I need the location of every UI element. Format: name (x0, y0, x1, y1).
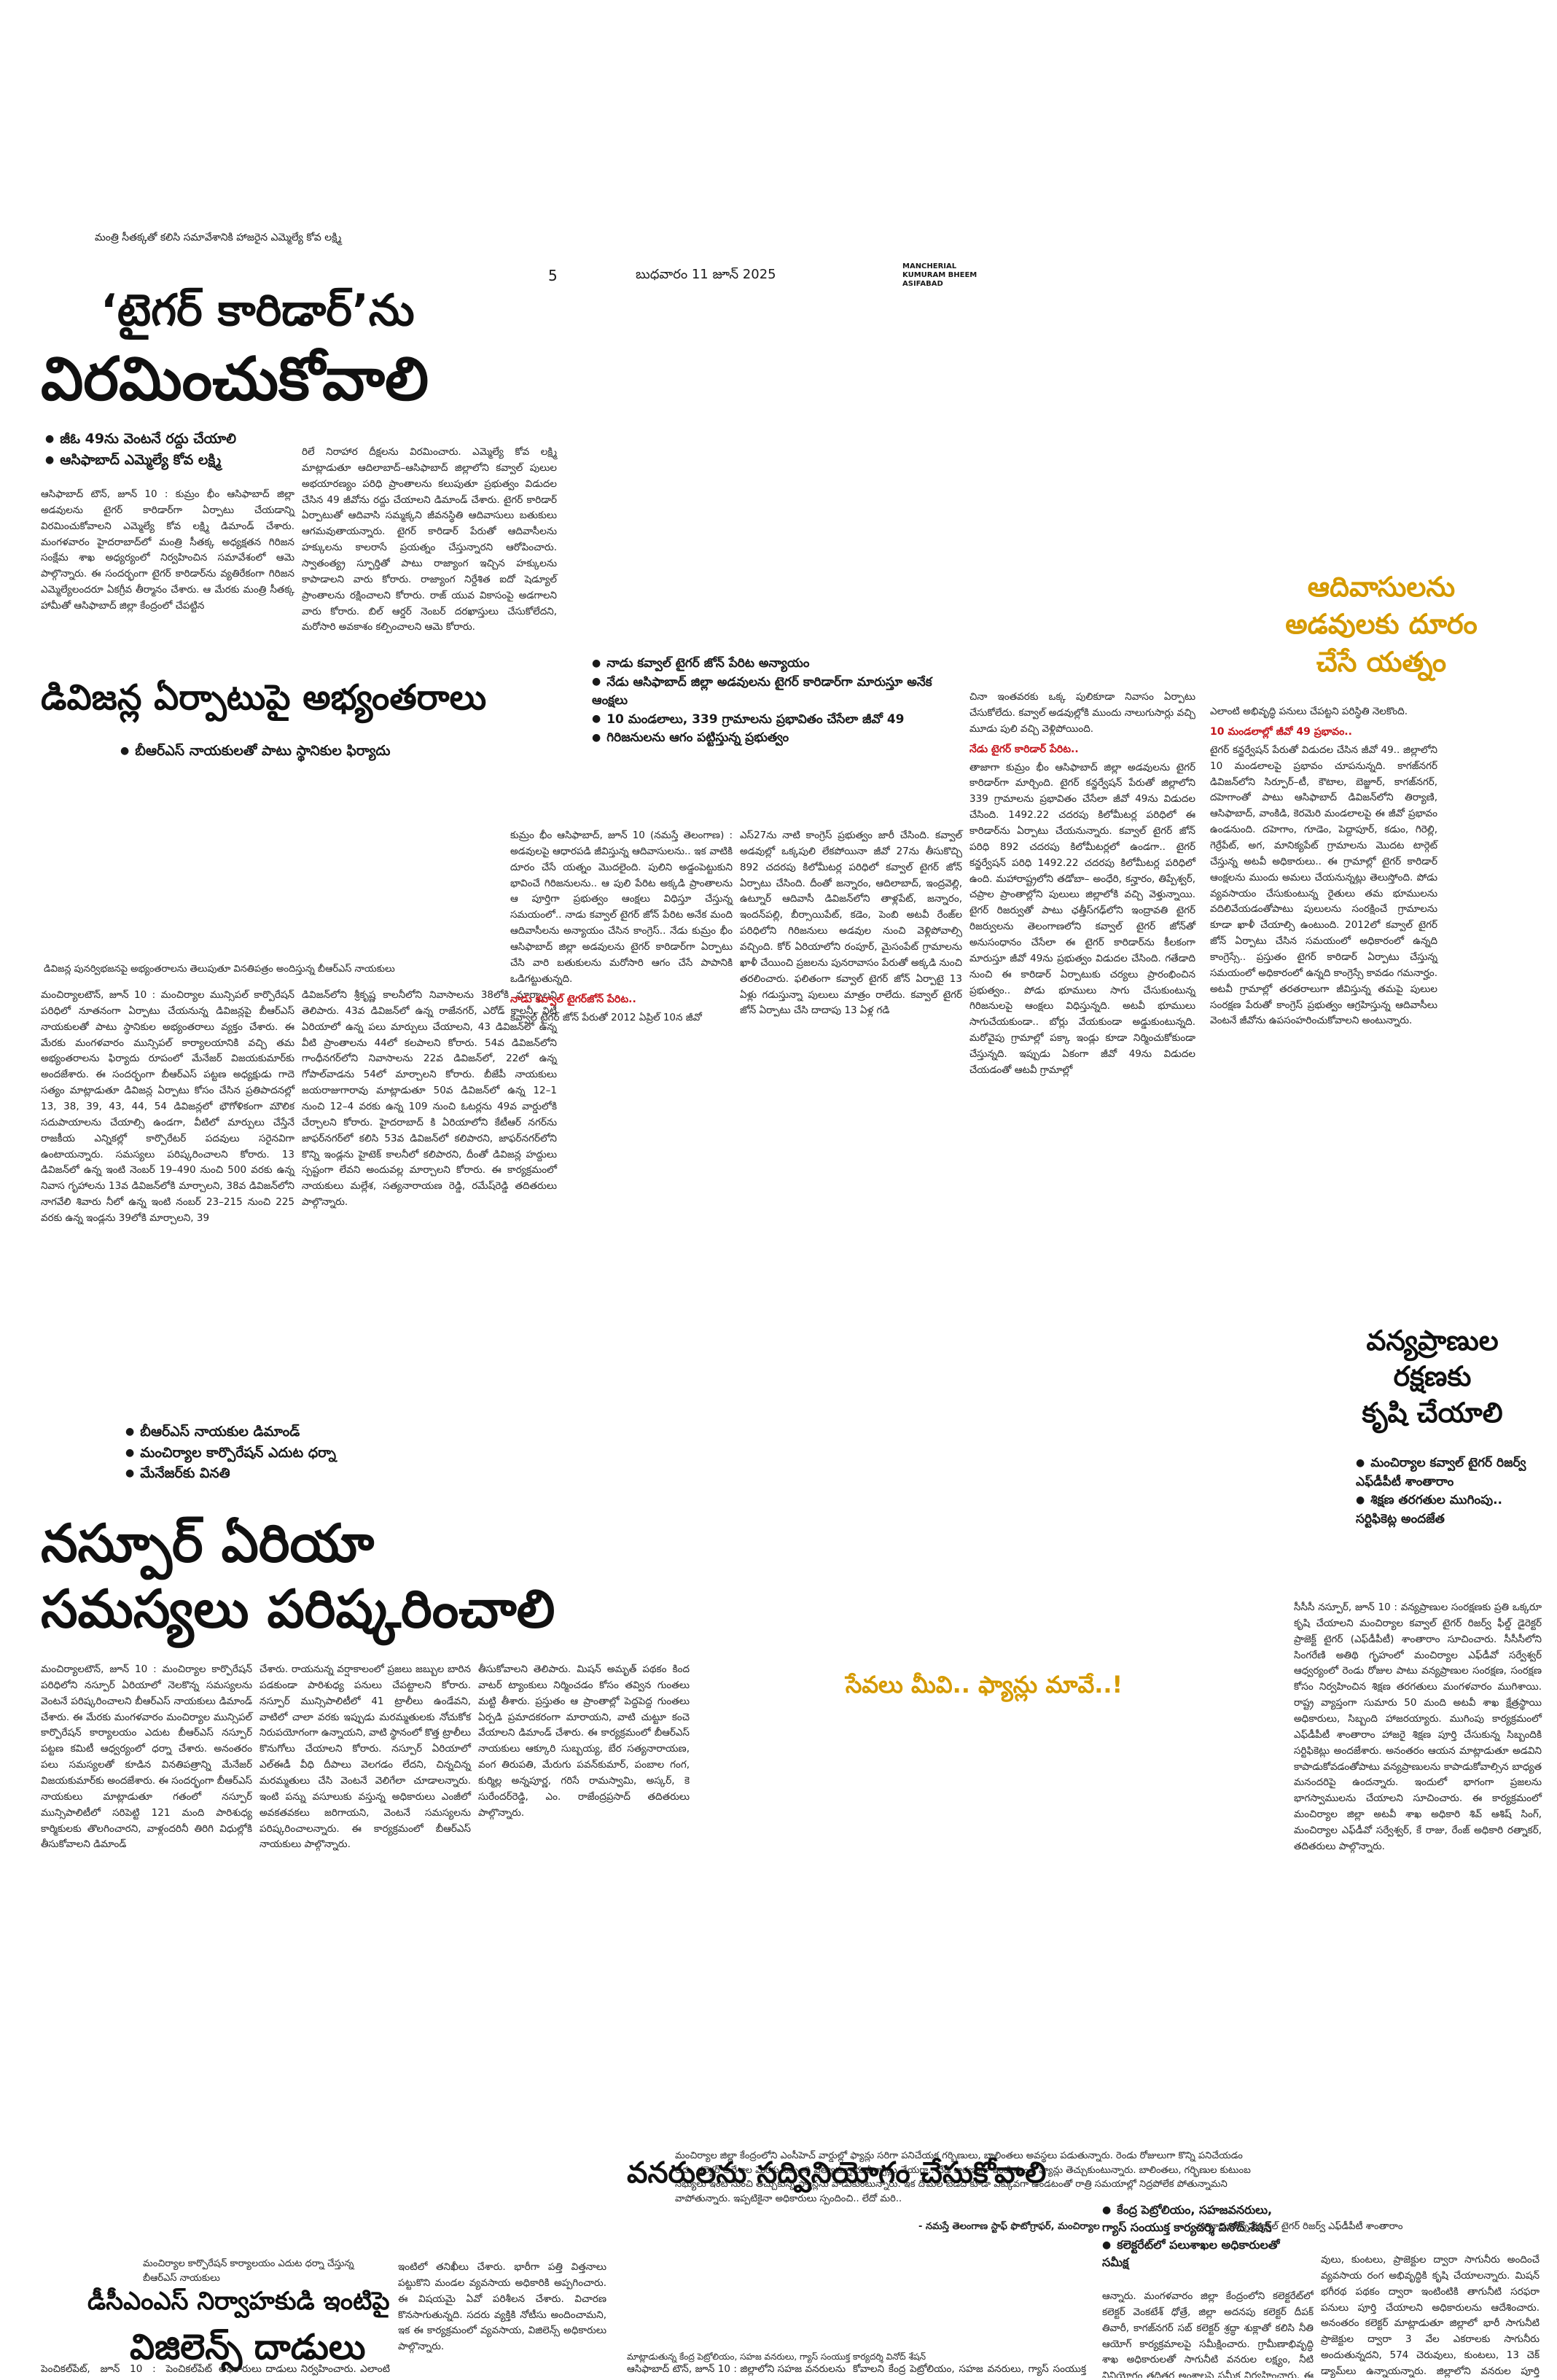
story7-photo-caption: మాట్లాడుతున్న కేంద్ర పెట్రోలియం, సహజ వనర… (627, 2352, 926, 2362)
story5-headline: వన్యప్రాణుల రక్షణకు కృషి చేయాలి (1323, 1323, 1542, 1431)
page-number: 5 (548, 267, 558, 284)
story2-body-col2: డివిజన్‌లోని శ్రీకృష్ణ కాలనీలోని నివాసాల… (302, 989, 557, 1209)
gold-title-line: ఆదివాసులను (1307, 571, 1456, 603)
story3-gold-title: ఆదివాసులను అడవులకు దూరం చేసే యత్నం (1225, 569, 1538, 681)
story4-body-col3: తీసుకోవాలని తెలిపారు. మిషన్ అమృత్ పథకం క… (478, 1663, 690, 1819)
story4-body-col2: చేశారు. రాయనున్న వర్షాకాలంలో ప్రజలు జబ్బ… (260, 1663, 471, 1851)
story4-headline-line1: నస్పూర్ ఏరియా (41, 1513, 375, 1574)
bullet: కేంద్ర పెట్రోలియం, సహజవనరులు, గ్యాస్ సంయ… (1102, 2201, 1299, 2236)
edition-label: MANCHERIAL KUMURAM BHEEM ASIFABAD (902, 262, 977, 289)
bullet: 10 మండలాలు, 339 గ్రామాలను ప్రభావితం చేసే… (592, 711, 934, 730)
story2-bullet: బీఆర్ఎస్ నాయకులతో పాటు స్థానికుల ఫిర్యాద… (120, 741, 390, 762)
story3-col1-wrap: కుమ్రం భీం ఆసిఫాబాద్, జూన్ 10 (నమస్తే తె… (510, 828, 733, 1026)
bullet: బీఆర్ఎస్ నాయకుల డిమాండ్ (125, 1421, 336, 1443)
story1-headline-line1: ‘టైగర్ కారిడార్’ను (101, 285, 415, 336)
story2-body-col1: మంచిర్యాలటౌన్, జూన్ 10 : మంచిర్యాల మున్స… (41, 989, 294, 1225)
bullet: మేనేజర్‌కు వినతి (125, 1463, 336, 1484)
bullet: కలెక్టరేట్‌లో పలుశాఖల అధికారులతో సమీక్ష (1102, 2236, 1299, 2271)
edition-line: KUMURAM BHEEM (902, 271, 977, 279)
story3-body-col1: కుమ్రం భీం ఆసిఫాబాద్, జూన్ 10 (నమస్తే తె… (510, 830, 733, 985)
gold-title-line: చేసే యత్నం (1316, 645, 1447, 678)
story5-body: సీసీసీ నస్పూర్, జూన్ 10 : వన్యప్రాణుల సం… (1294, 1601, 1542, 1852)
bullet: మంచిర్యాల కార్పొరేషన్ ఎదుట ధర్నా (125, 1443, 336, 1464)
story6-body-col1: పెంచికల్‌పేట్, జూన్ 10 : పెంచికల్‌పేట్ మ… (41, 2363, 212, 2375)
story7-headline: వనరులను సద్వినియోగం చేసుకోవాలి (627, 2156, 1047, 2190)
bullet: జీఓ 49ను వెంటనే రద్దు చేయాలి (45, 429, 236, 450)
story4-body-col1: మంచిర్యాలటౌన్, జూన్ 10 : మంచిర్యాల కార్ప… (41, 1663, 252, 1851)
story1-body-col1: ఆసిఫాబాద్ టౌన్, జూన్ 10 : కుమ్రం భీం ఆసి… (41, 488, 294, 612)
bullet: నేడు ఆసిఫాబాద్ జిల్లా అడవులను టైగర్ కారి… (592, 674, 934, 711)
bullet: నాడు కవ్వాల్ టైగర్ జోన్ పేరిట అన్యాయం (592, 655, 934, 674)
story3-subhead: నేడు టైగర్ కారిడార్ పేరిట.. (969, 743, 1079, 755)
story5-bullets: మంచిర్యాల కవ్వాల్ టైగర్ రిజర్వ్ ఎఫ్‌డీపీ… (1356, 1454, 1538, 1529)
story2-photo-caption: డివిజన్ల పునర్విభజనపై అభ్యంతరాలను తెలుపు… (44, 964, 395, 975)
bullet: ఆసిఫాబాద్ ఎమ్మెల్యే కోవ లక్ష్మి (45, 450, 236, 471)
story3-col3-wrap: చినా ఇంతవరకు ఒక్క పులికూడా నివాసం ఏర్పాట… (969, 690, 1195, 1079)
headline-line: రక్షణకు (1393, 1360, 1472, 1393)
story7-body-col2: కోవాలని కేంద్ర పెట్రోలియం, సహజ వనరులు, గ… (853, 2363, 1086, 2375)
story2-headline: డివిజన్ల ఏర్పాటుపై అభ్యంతరాలు (41, 677, 487, 718)
edition-line: MANCHERIAL (902, 262, 957, 270)
story3-subhead: నాడు కవ్వాల్ టైగర్‌జోన్ పేరిట.. (510, 993, 636, 1005)
story7-body-col4: వులు, కుంటలు, ప్రాజెక్టుల ద్వారా సాగునీర… (1321, 2254, 1540, 2378)
story4-headline-line2: సమస్యలు పరిష్కరించాలి (41, 1578, 555, 1639)
page-date: బుధవారం 11 జూన్ 2025 (636, 267, 776, 282)
fans-callout: సేవలు మీవి.. ఫ్యాన్లు మావే..! (845, 1671, 1123, 1698)
story3-body-col4b: టైగర్ కన్జర్వేషన్ పేరుతో విడుదల చేసిన జీ… (1210, 744, 1437, 1027)
bullet: శిక్షణ తరగతుల ముగింపు.. సర్టిఫికెట్ల అంద… (1356, 1491, 1538, 1529)
story3-bullets: నాడు కవ్వాల్ టైగర్ జోన్ పేరిట అన్యాయం నే… (592, 655, 934, 748)
bullet: మంచిర్యాల కవ్వాల్ టైగర్ రిజర్వ్ ఎఫ్‌డీపీ… (1356, 1454, 1538, 1491)
story6-headline-line2: విజిలెన్స్ దాడులు (130, 2327, 366, 2368)
headline-line: వన్యప్రాణుల (1366, 1324, 1499, 1357)
photo-caption-kicker: మంత్రి సీతక్కతో కలిసి సమావేశానికి హాజరైన… (95, 232, 342, 243)
story3-body-col3b: తాజాగా కుమ్రం భీం ఆసిఫాబాద్ జిల్లా అడవుల… (969, 761, 1195, 1076)
story7-bullets: కేంద్ర పెట్రోలియం, సహజవనరులు, గ్యాస్ సంయ… (1102, 2201, 1299, 2271)
story4-bullets: బీఆర్ఎస్ నాయకుల డిమాండ్ మంచిర్యాల కార్పొ… (125, 1421, 336, 1484)
gold-title-line: అడవులకు దూరం (1285, 608, 1478, 641)
story3-col4-wrap: ఎలాంటి అభివృద్ధి పనులు చేపట్టని పరిస్థిత… (1210, 704, 1437, 1029)
story3-body-col4: ఎలాంటి అభివృద్ధి పనులు చేపట్టని పరిస్థిత… (1210, 706, 1408, 717)
story1-bullets: జీఓ 49ను వెంటనే రద్దు చేయాలి ఆసిఫాబాద్ ఎ… (45, 429, 236, 470)
edition-line: ASIFABAD (902, 280, 943, 288)
bullet: గిరిజనులను ఆగం పట్టిస్తున్న ప్రభుత్వం (592, 729, 934, 748)
headline-line: కృషి చేయాలి (1362, 1396, 1503, 1429)
fans-photo-caption: మంచిర్యాల జిల్లా కేంద్రంలోని ఎంసీహెచ్ వా… (675, 2150, 1251, 2204)
story3-subhead: 10 మండలాల్లో జీవో 49 ప్రభావం.. (1210, 725, 1352, 738)
story1-body-col2: రిలే నిరాహార దీక్షలను విరమించారు. ఎమ్మెల… (302, 446, 557, 633)
story3-body-col2: ఎస్27ను నాటి కాంగ్రెస్ ప్రభుత్వం జారీ చే… (740, 830, 962, 1017)
story3-body-col1b: కవ్వాల్ టైగర్ జోన్ పేరుతో 2012 ఏప్రిల్ 1… (510, 1011, 702, 1023)
story6-headline-line1: డీసీఎంఎస్ నిర్వాహకుడి ఇంటిపై (87, 2287, 390, 2316)
story3-body-col3: చినా ఇంతవరకు ఒక్క పులికూడా నివాసం ఏర్పాట… (969, 691, 1195, 735)
story6-photo-caption: మంచిర్యాల కార్పొరేషన్ కార్యాలయం ఎదుట ధర్… (143, 2258, 354, 2284)
story1-headline-line2: విరమించుకోవాలి (41, 345, 429, 414)
story7-body-col3: ఆన్నారు. మంగళవారం జిల్లా కేంద్రంలోని కలె… (1102, 2290, 1314, 2378)
fans-photo-credit: - నమస్తే తెలంగాణ స్టాఫ్ ఫొటోగ్రాఫర్, మంచ… (918, 2221, 1100, 2232)
story7-body-col1: ఆసిఫాబాద్ టౌన్, జూన్ 10 : జిల్లాలోని సహజ… (627, 2363, 846, 2375)
story6-body-col2: అధికారులు దాడులు నిర్వహించారు. ఎలాంటి అన… (219, 2363, 390, 2375)
story6-body-col3: ఇంటిలో తనిఖీలు చేశారు. భారీగా పత్తి విత్… (398, 2261, 606, 2353)
